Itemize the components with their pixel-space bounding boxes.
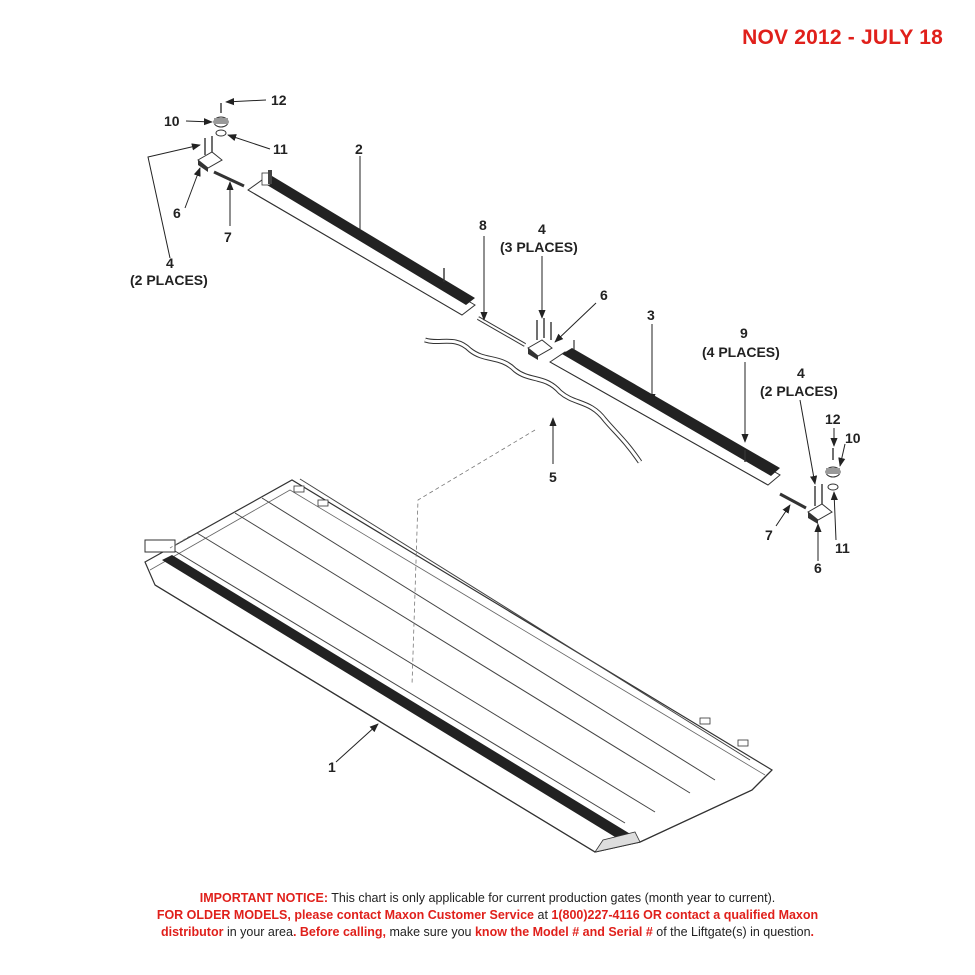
- notice-area: in your area: [223, 925, 293, 939]
- hardware-right: [825, 448, 841, 491]
- callout-10-right: 10: [845, 430, 861, 446]
- callout-5: 5: [549, 469, 557, 485]
- date-range: NOV 2012 - JULY 18: [742, 26, 943, 49]
- notice-line-3: distributor in your area. Before calling…: [0, 924, 975, 941]
- notice-phone: 1(800)227-4116 OR contact a qualified Ma…: [551, 908, 819, 922]
- callout-11-left: 11: [273, 141, 288, 157]
- notice-make-sure: make sure you: [386, 925, 475, 939]
- callout-12-left: 12: [271, 92, 287, 108]
- notice-label: IMPORTANT NOTICE:: [199, 891, 328, 905]
- callout-4-right: 4: [797, 365, 805, 381]
- bracket-left: [197, 136, 223, 172]
- bracket-middle: [527, 318, 553, 360]
- platform-outline: [144, 479, 773, 853]
- rail-bottom: [549, 340, 781, 486]
- callout-12-right: 12: [825, 411, 841, 427]
- platform-hinge-block: [293, 485, 305, 493]
- assembly-guide-line: [169, 535, 191, 549]
- platform-hinge-block: [317, 499, 329, 507]
- callout-4-middle-places: (3 PLACES): [500, 239, 578, 255]
- notice-line-1: IMPORTANT NOTICE: This chart is only app…: [0, 890, 975, 907]
- callout-3: 3: [647, 307, 655, 323]
- platform-seam: [261, 497, 716, 781]
- platform-traction-strip: [162, 555, 632, 840]
- notice-period: .: [810, 925, 815, 939]
- callout-4-left-places: (2 PLACES): [130, 272, 208, 288]
- rail-top: [247, 170, 476, 316]
- platform-seam: [169, 547, 626, 824]
- callout-4-left: 4: [166, 255, 174, 271]
- notice-liftgate: of the Liftgate(s) in question: [652, 925, 811, 939]
- platform-inner-edge: [149, 489, 766, 776]
- notice-before-calling: . Before calling,: [292, 925, 387, 939]
- callout-8: 8: [479, 217, 487, 233]
- hardware-left: [213, 103, 229, 137]
- callout-9-places: (4 PLACES): [702, 344, 780, 360]
- platform-front-bevel: [594, 831, 641, 853]
- platform-hinge-stub: [144, 539, 176, 553]
- assembly-guide-line: [411, 429, 536, 686]
- notice-model-serial: know the Model # and Serial #: [474, 925, 653, 939]
- pin-right: [779, 492, 807, 510]
- notice-older-models: FOR OLDER MODELS, please contact Maxon C…: [156, 908, 535, 922]
- callout-1: 1: [328, 759, 336, 775]
- callout-7-left: 7: [224, 229, 232, 245]
- pin-left: [213, 170, 245, 188]
- platform-seam: [196, 532, 656, 813]
- platform: [144, 478, 773, 853]
- callout-10-left: 10: [164, 113, 180, 129]
- notice-distributor: distributor: [160, 925, 224, 939]
- callout-11-right: 11: [835, 540, 850, 556]
- notice-line-2: FOR OLDER MODELS, please contact Maxon C…: [0, 907, 975, 924]
- callout-leaders: [147, 97, 846, 763]
- platform-seam: [299, 478, 751, 761]
- callout-9: 9: [740, 325, 748, 341]
- callout-4-middle: 4: [538, 221, 546, 237]
- platform-hinge-block: [737, 739, 749, 747]
- callout-7-right: 7: [765, 527, 773, 543]
- callout-2: 2: [355, 141, 363, 157]
- notice-at: at: [534, 908, 552, 922]
- notice-text: This chart is only applicable for curren…: [328, 891, 776, 905]
- wave-spring: [424, 337, 643, 464]
- bracket-right: [807, 484, 833, 524]
- platform-seam: [234, 512, 691, 794]
- important-notice: IMPORTANT NOTICE: This chart is only app…: [0, 890, 975, 941]
- platform-hinge-block: [699, 717, 711, 725]
- callout-6-right: 6: [814, 560, 822, 576]
- callout-4-right-places: (2 PLACES): [760, 383, 838, 399]
- callout-6-left: 6: [173, 205, 181, 221]
- callout-6-middle: 6: [600, 287, 608, 303]
